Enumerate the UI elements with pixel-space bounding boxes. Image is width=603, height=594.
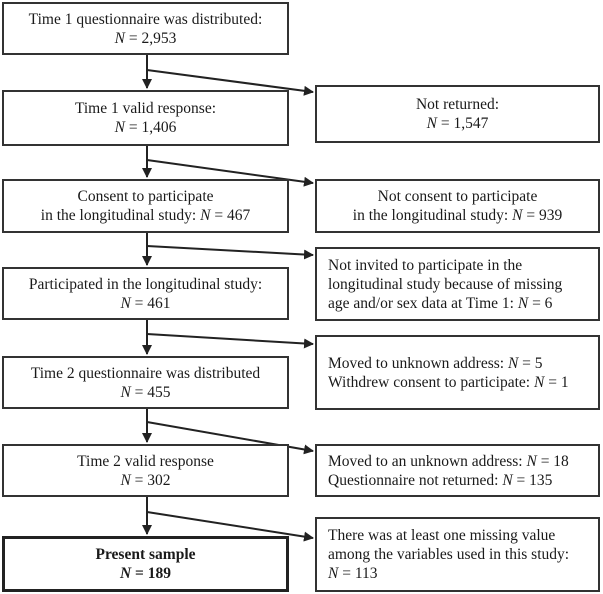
step-box-4: Participated in the longitudinal study: … xyxy=(2,267,289,320)
exclusion-box-5: Moved to an unknown address: N = 18 Ques… xyxy=(315,444,600,497)
arrow-side-6 xyxy=(146,511,314,542)
exclusion-box-6: There was at least one missing value amo… xyxy=(315,517,600,592)
step-box-1: Time 1 questionnaire was distributed: N … xyxy=(2,2,289,55)
exclusion-box-2: Not consent to participate in the longit… xyxy=(315,179,600,233)
arrow-side-3 xyxy=(146,245,314,260)
step-box-2: Time 1 valid response: N = 1,406 xyxy=(2,90,289,146)
present-sample-box: Present sample N = 189 xyxy=(2,536,289,592)
step-box-6: Time 2 valid response N = 302 xyxy=(2,444,289,497)
exclusion-box-3: Not invited to participate in the longit… xyxy=(315,247,600,321)
arrow-side-4 xyxy=(146,333,314,349)
arrow-side-1 xyxy=(146,69,314,96)
step-box-5: Time 2 questionnaire was distributed N =… xyxy=(2,356,289,409)
step-box-3: Consent to participate in the longitudin… xyxy=(2,179,289,233)
exclusion-box-1: Not returned: N = 1,547 xyxy=(315,85,600,143)
exclusion-box-4: Moved to unknown address: N = 5 Withdrew… xyxy=(315,335,600,410)
